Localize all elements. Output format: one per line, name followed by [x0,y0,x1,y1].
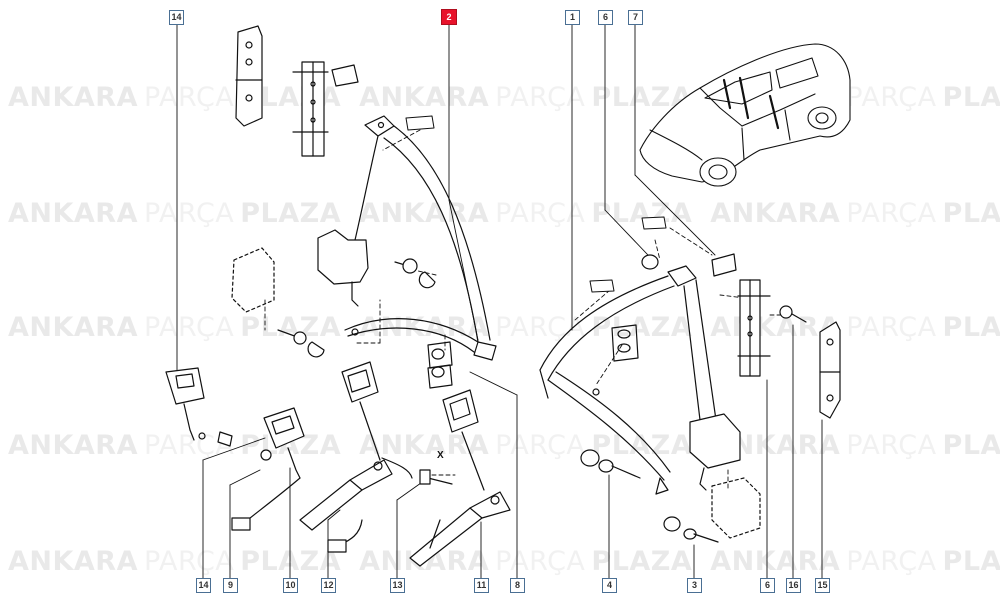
mount-bracket-left [235,25,263,127]
callout-c6-top: 6 [598,10,613,25]
callout-c7: 7 [628,10,643,25]
bolt-16 [779,305,807,323]
callout-c13: 13 [390,578,405,593]
callout-c4: 4 [602,578,617,593]
callout-c2: 2 [441,9,457,25]
front-belt-left [317,115,497,361]
bolt-clips [277,258,436,358]
callout-c12: 12 [321,578,336,593]
retractor-ghost-left [231,247,275,313]
label-tags [405,115,667,293]
dimension-x-label: X [437,450,444,461]
callout-c11: 11 [474,578,489,593]
bolt-13 [419,469,453,485]
callout-c3: 3 [687,578,702,593]
height-adjuster-rail-right [737,279,771,377]
height-adjuster-rail [292,61,329,157]
callout-c10: 10 [283,578,298,593]
mount-bracket-right [819,321,841,419]
callout-c16: 16 [786,578,801,593]
callout-c8: 8 [510,578,525,593]
callout-c9: 9 [223,578,238,593]
cover-cap [331,64,359,87]
stalk-buckle-12 [299,361,413,553]
callout-c14-bot: 14 [196,578,211,593]
stalk-buckle-11 [409,389,511,567]
callout-c14-top: 14 [169,10,184,25]
seatbelt-buckle-9-10 [231,407,305,531]
front-belt-right [539,265,741,495]
right-fasteners [580,253,737,543]
callout-c6-bot: 6 [760,578,775,593]
seatbelt-buckle-14 [165,367,233,447]
retractor-ghost-right [711,477,761,539]
washer-stack [427,324,639,389]
vehicle-outline [639,43,851,187]
callout-c1: 1 [565,10,580,25]
callout-c15: 15 [815,578,830,593]
